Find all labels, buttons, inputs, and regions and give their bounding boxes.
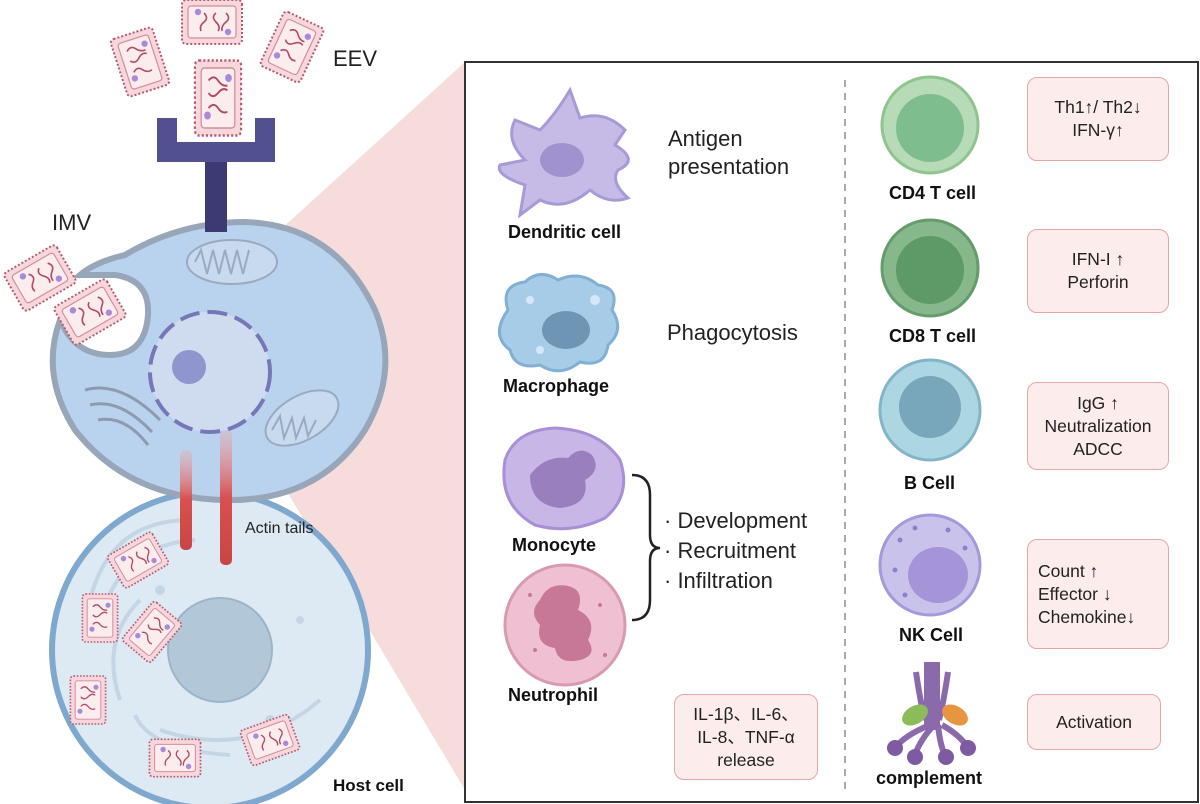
phagocytosis-label: Phagocytosis <box>667 320 798 345</box>
effect-line: ADCC <box>1073 438 1123 459</box>
host-virion <box>148 738 202 778</box>
receptor <box>157 118 275 232</box>
effect-line: IFN-I ↑ <box>1071 249 1125 269</box>
host-cell-label: Host cell <box>333 776 404 795</box>
eev-label: EEV <box>333 46 378 71</box>
macrophage-icon <box>498 273 620 373</box>
nk-effect-box: Count ↑ Effector ↓ Chemokine↓ <box>1027 539 1169 649</box>
host-cell <box>49 489 371 804</box>
eev-virion <box>193 59 243 137</box>
cd8-effect-box: IFN-I ↑ Perforin <box>1027 229 1169 313</box>
cytokine-line: release <box>717 749 775 770</box>
host-virion <box>81 593 119 643</box>
effect-line: Effector ↓ <box>1038 583 1112 604</box>
nk-cell-label: NK Cell <box>899 625 964 645</box>
complement-effect-box: Activation <box>1027 694 1161 750</box>
imv-label: IMV <box>52 210 92 235</box>
complement-label: complement <box>876 768 983 788</box>
cd4-t-cell-label: CD4 T cell <box>889 183 977 203</box>
monocyte-icon <box>502 426 626 531</box>
b-cell-effect-box: IgG ↑ Neutralization ADCC <box>1027 382 1169 470</box>
macrophage-label: Macrophage <box>503 376 610 396</box>
actin-tails <box>180 430 232 565</box>
effect-line: Th1↑/ Th2↓ <box>1054 97 1142 117</box>
function-development: · Development <box>664 508 808 533</box>
eev-virion <box>258 9 326 85</box>
shared-function-list: · Development · Recruitment · Infiltrati… <box>664 506 807 596</box>
infected-cell <box>49 218 389 504</box>
eev-virion <box>181 0 243 45</box>
zoom-funnel <box>280 62 465 790</box>
effect-line: Neutralization <box>1044 415 1152 436</box>
cd4-effect-box: Th1↑/ Th2↓ IFN-γ↑ <box>1027 77 1169 161</box>
cytokine-box: IL-1β、IL-6、 IL-8、TNF-α release <box>674 694 818 780</box>
effect-line: Count ↑ <box>1038 560 1099 581</box>
dendritic-cell-icon <box>497 86 631 219</box>
complement-icon <box>887 662 976 765</box>
function-recruitment: · Recruitment <box>664 538 797 563</box>
nk-cell-icon <box>878 513 982 617</box>
group-bracket <box>631 473 661 622</box>
effect-line: Chemokine↓ <box>1038 606 1136 627</box>
monocyte-label: Monocyte <box>512 535 597 555</box>
effect-line: Activation <box>1056 711 1132 732</box>
antigen-label: Antigen <box>668 126 743 151</box>
neutrophil-label: Neutrophil <box>508 685 598 705</box>
neutrophil-icon <box>503 563 627 687</box>
cd4-t-cell-icon <box>880 75 980 175</box>
dendritic-cell-label: Dendritic cell <box>508 222 622 242</box>
cytokine-line: IL-8、TNF-α <box>697 726 795 747</box>
function-infiltration: · Infiltration <box>664 568 773 593</box>
b-cell-label: B Cell <box>904 473 956 493</box>
presentation-label: presentation <box>668 154 790 179</box>
effect-line: IFN-γ↑ <box>1072 120 1124 140</box>
effect-line: IgG ↑ <box>1077 392 1119 413</box>
cd8-t-cell-icon <box>880 218 980 318</box>
cytokine-line: IL-1β、IL-6、 <box>693 703 799 724</box>
effect-line: Perforin <box>1067 272 1129 292</box>
cd8-t-cell-label: CD8 T cell <box>889 326 977 346</box>
eev-virion <box>108 25 172 99</box>
actin-tails-label: Actin tails <box>245 520 314 537</box>
host-virion <box>69 675 107 725</box>
b-cell-icon <box>878 358 982 462</box>
